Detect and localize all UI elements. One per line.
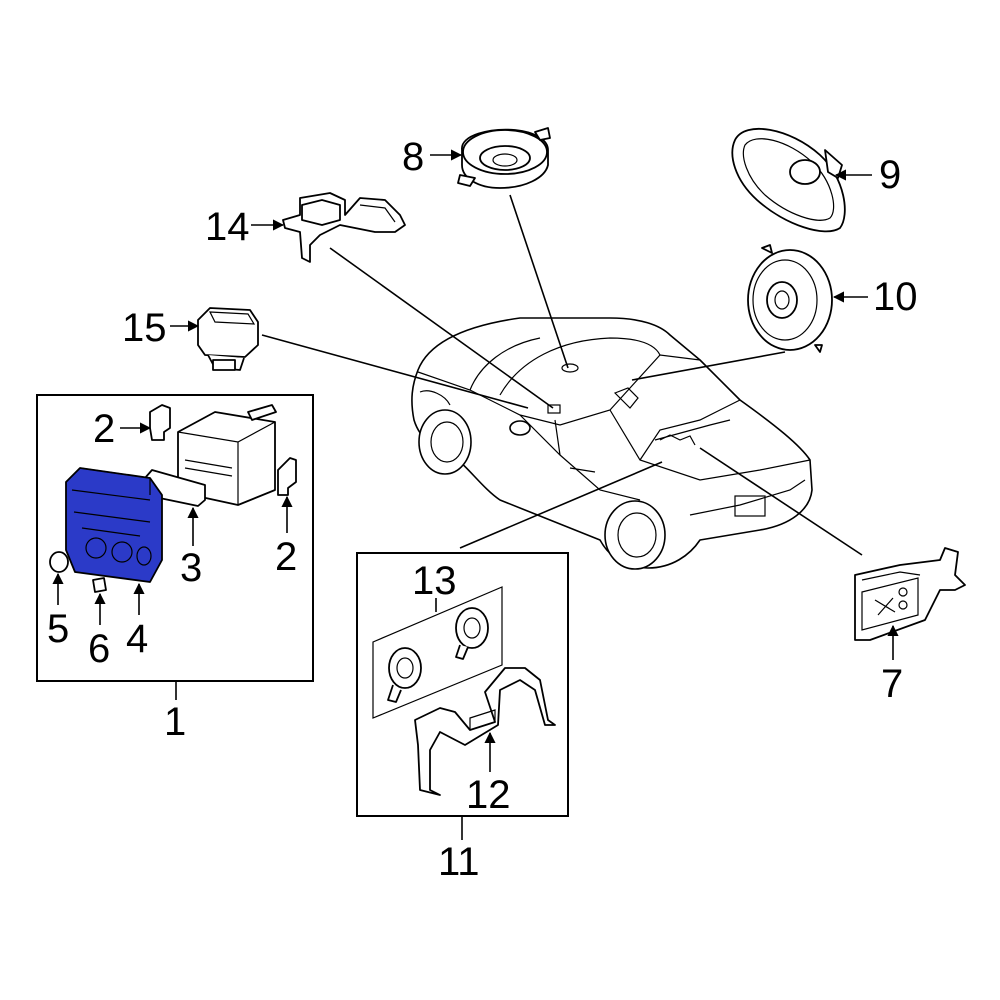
callout-4: 4	[126, 617, 148, 661]
callout-labels: 8 9 10 14 15 2 2 3 4 5 6 1 7 13 12 11	[47, 135, 918, 884]
callout-5: 5	[47, 607, 69, 651]
switch-icon	[197, 307, 259, 371]
callout-3: 3	[180, 546, 202, 590]
amplifier-icon	[854, 547, 966, 641]
callout-11: 11	[438, 840, 480, 884]
speaker-bracket-group-icon	[372, 586, 556, 796]
harness-bracket-icon	[282, 192, 406, 263]
callout-14: 14	[205, 205, 250, 249]
callout-10: 10	[873, 275, 918, 319]
radio-receiver-icon	[144, 404, 277, 507]
callout-15: 15	[122, 306, 167, 350]
callout-9: 9	[879, 153, 901, 197]
leader-lines	[261, 194, 863, 556]
oval-speaker-icon	[731, 127, 846, 233]
round-speaker-icon	[747, 244, 833, 353]
knob-icon	[49, 551, 69, 573]
tweeter-speaker-icon	[457, 127, 551, 189]
callout-1: 1	[164, 700, 186, 744]
clip-icon	[92, 577, 107, 593]
callout-2a: 2	[93, 407, 115, 451]
control-unit-icon	[65, 467, 163, 583]
callout-12: 12	[466, 773, 511, 817]
callout-6: 6	[88, 627, 110, 671]
vehicle-icon	[411, 317, 813, 570]
callout-2b: 2	[275, 535, 297, 579]
callout-8: 8	[402, 135, 424, 179]
callout-13: 13	[412, 559, 457, 603]
group-1-box	[36, 394, 314, 682]
callout-7: 7	[881, 662, 903, 706]
callout-arrows	[52, 149, 899, 840]
